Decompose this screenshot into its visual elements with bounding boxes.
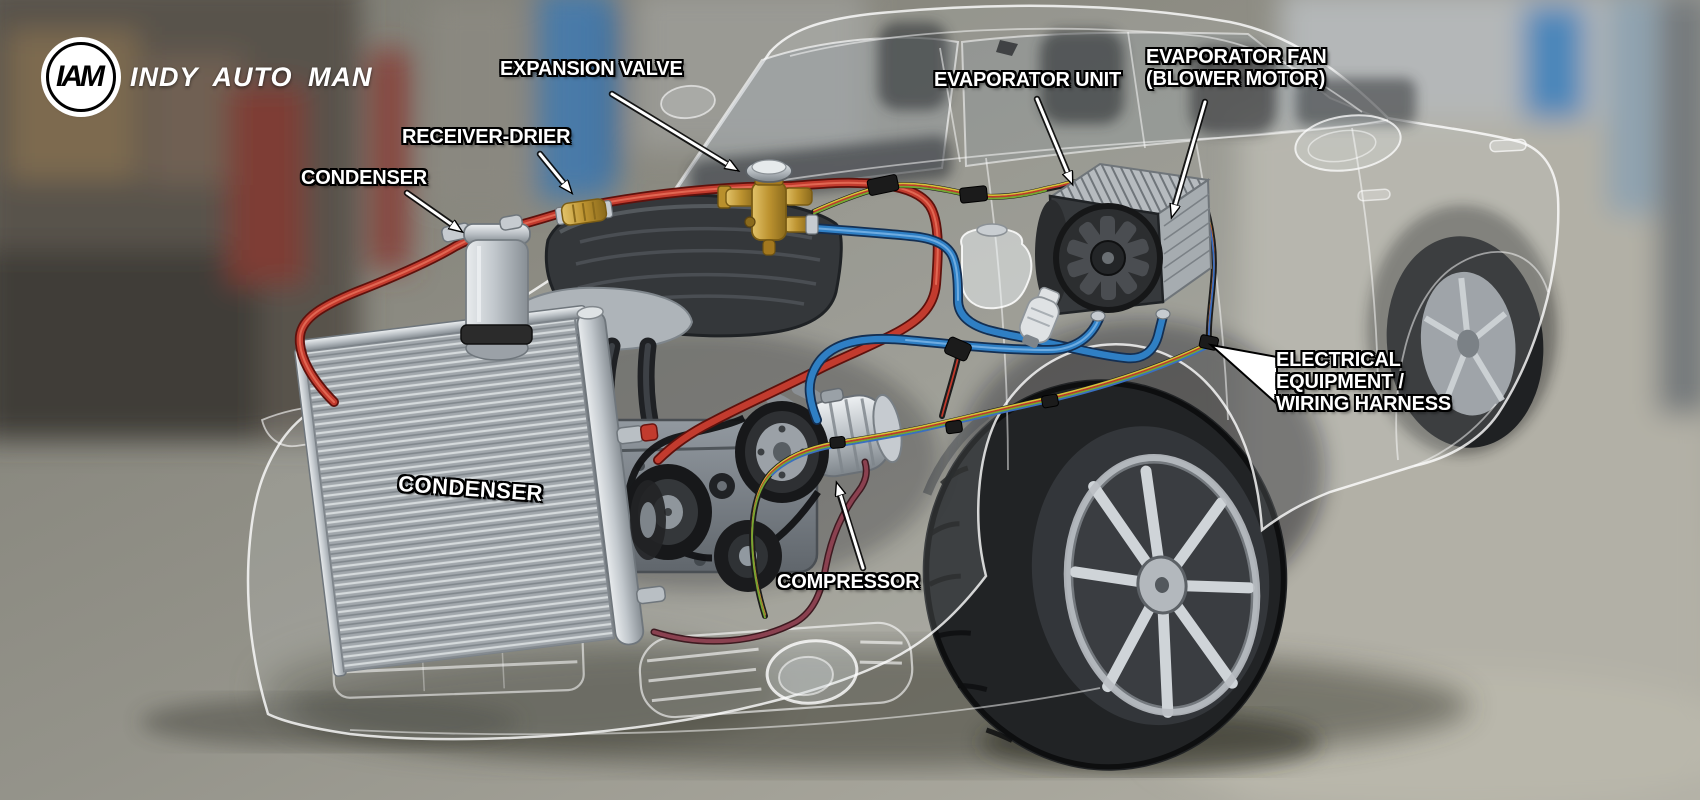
condenser-core [303, 317, 616, 673]
front-wheel-rim [1063, 454, 1261, 718]
brand-name: INDY AUTO MAN [130, 61, 373, 92]
high-pressure-line [294, 177, 943, 465]
harness-connector [944, 336, 972, 362]
expansion-valve-unit [717, 159, 819, 256]
refrigerant-lines [294, 177, 1168, 645]
side-mirror-left [660, 84, 716, 120]
rear-wheel [1367, 205, 1557, 455]
brand-logo: IAM INDY AUTO MAN [46, 42, 373, 112]
idler-pulley [709, 473, 735, 499]
label-expansion-valve: EXPANSION VALVE [500, 58, 683, 80]
label-electrical-equipment: ELECTRICAL EQUIPMENT / WIRING HARNESS [1276, 349, 1451, 415]
leader-lines [403, 90, 1278, 572]
lower-pulley [714, 520, 782, 592]
compressor-leader [837, 484, 865, 570]
harness-clip [1041, 393, 1059, 409]
condenser-unit [294, 304, 666, 677]
harness-clip [945, 419, 963, 435]
inline-fitting [554, 198, 614, 226]
coolant-reservoir [960, 223, 1033, 310]
label-evaporator-fan: EVAPORATOR FAN (BLOWER MOTOR) [1146, 46, 1327, 90]
harness-clip [829, 435, 846, 449]
brand-logo-badge: IAM [46, 42, 116, 112]
condenser-leader [405, 191, 461, 231]
blower-fan [1053, 203, 1163, 313]
expansion-valve-leader [610, 92, 737, 170]
electrical-leader-wedge [1207, 343, 1278, 407]
front-wheel [922, 320, 1325, 771]
harness-connector [959, 185, 988, 204]
side-mirror-right [1294, 114, 1402, 172]
label-receiver-drier: RECEIVER-DRIER [402, 126, 571, 148]
compressor-clutch-pulley [735, 401, 829, 503]
brand-monogram: IAM [56, 60, 105, 93]
label-evaporator-unit: EVAPORATOR UNIT [934, 69, 1122, 91]
compressor [735, 387, 903, 503]
harness-connector [866, 174, 900, 196]
fog-lamp [765, 639, 859, 705]
door-handle-front [1489, 138, 1527, 153]
wiring-harness [749, 174, 1219, 619]
receiver-drier-leader [538, 152, 571, 192]
label-condenser-callout: CONDENSER [301, 167, 427, 189]
evaporator-fan-leader [1172, 100, 1207, 216]
evaporator-unit-leader [1035, 97, 1072, 183]
low-pressure-line [793, 222, 1168, 425]
pressure-switch-connector [1018, 286, 1061, 348]
door-handle-rear [1357, 188, 1391, 202]
label-compressor: COMPRESSOR [777, 571, 920, 593]
